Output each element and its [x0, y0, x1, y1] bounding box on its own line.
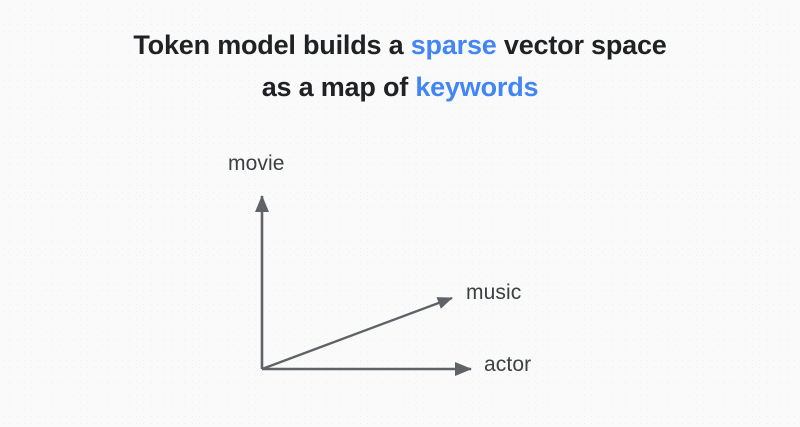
title-line-1-text-before: Token model builds a: [133, 30, 411, 60]
title-line-2: as a map of keywords: [0, 66, 800, 108]
axis-label-actor: actor: [484, 353, 532, 376]
title-highlight-sparse: sparse: [410, 30, 497, 60]
axis-label-music: music: [466, 281, 522, 304]
page-title: Token model builds a sparse vector space…: [0, 24, 800, 108]
title-highlight-keywords: keywords: [415, 72, 539, 102]
axes-arrows-svg: [254, 194, 473, 377]
title-line-1-text-after: vector space: [496, 30, 667, 60]
diagonal-vector-arrow: [261, 296, 453, 371]
title-line-1: Token model builds a sparse vector space: [0, 24, 800, 66]
axis-label-movie: movie: [228, 152, 285, 175]
vector-space-diagram: movie music actor: [180, 140, 620, 410]
title-line-2-text-before: as a map of: [261, 72, 416, 102]
